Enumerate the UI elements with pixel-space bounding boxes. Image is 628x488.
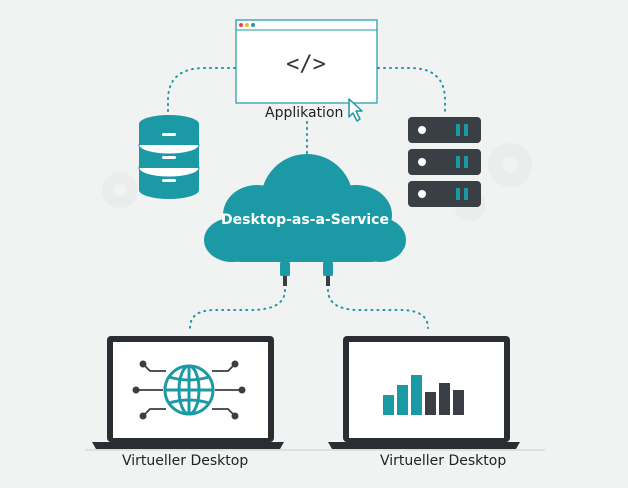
chart-bar-6: [453, 390, 464, 415]
connector-cloud-desktop-left: [189, 289, 286, 329]
window-dot-green: [251, 23, 255, 27]
virtual-desktop-left-label: Virtueller Desktop: [122, 453, 249, 469]
cloud-label: Desktop-as-a-Service: [221, 212, 389, 228]
chart-bar-5: [439, 383, 450, 415]
virtual-desktop-right-label: Virtueller Desktop: [380, 453, 507, 469]
background-gear-left-icon: [102, 172, 138, 208]
database-icon: [138, 115, 200, 199]
chart-bar-4: [425, 392, 436, 415]
server-rack-icon: [408, 117, 481, 207]
cloud-icon: [204, 154, 406, 262]
chart-bar-2: [397, 385, 408, 415]
globe-network-icon: [132, 360, 246, 420]
laptop-right: [328, 336, 520, 449]
code-icon: </>: [286, 52, 326, 77]
chart-bar-1: [383, 395, 394, 415]
bar-chart-icon: [383, 375, 464, 415]
application-window: </>: [235, 19, 378, 104]
window-dot-red: [239, 23, 243, 27]
connector-app-database: [167, 67, 236, 117]
connector-cloud-desktop-right: [327, 289, 429, 329]
mouse-cursor-icon: [348, 98, 363, 122]
connector-app-server: [377, 67, 446, 115]
window-dot-yellow: [245, 23, 249, 27]
cable-plug-right-icon: [323, 262, 333, 286]
chart-bar-3: [411, 375, 422, 415]
cable-plug-left-icon: [280, 262, 290, 286]
dotted-connectors: [167, 67, 446, 329]
application-label: Applikation: [265, 105, 344, 121]
